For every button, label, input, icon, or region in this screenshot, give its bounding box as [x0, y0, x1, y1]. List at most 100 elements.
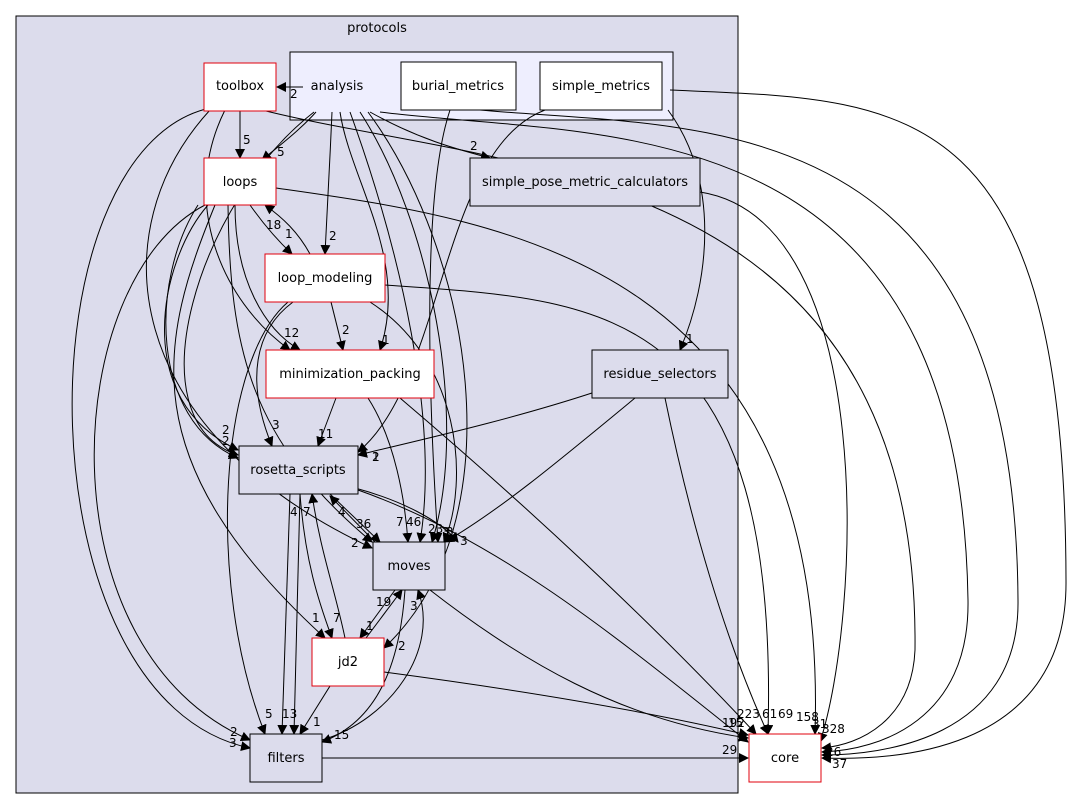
edge-label: 1: [313, 715, 321, 729]
edge-loops-moves: [227, 204, 373, 543]
edge-label: 192: [722, 716, 745, 730]
edge-label: 69: [778, 707, 793, 721]
node-simple-metrics[interactable]: simple_metrics: [539, 61, 663, 111]
node-core[interactable]: core: [748, 733, 822, 783]
edge-label: 2: [222, 423, 230, 437]
edge-toolbox-core: [261, 109, 916, 753]
edge-rosetta-filters-a: [277, 493, 291, 735]
edge-label: 3: [410, 599, 418, 613]
edge-label: 11: [318, 427, 333, 441]
edge-label: 37: [832, 757, 847, 771]
edge-label: 3: [229, 736, 237, 750]
edge-label: 5: [265, 707, 273, 721]
node-label: residue_selectors: [603, 367, 716, 382]
edge-label: 13: [282, 707, 297, 721]
node-burial-metrics[interactable]: burial_metrics: [400, 61, 517, 111]
edge-label: 2: [342, 323, 350, 337]
edge-label: 2: [470, 139, 478, 153]
node-filters[interactable]: filters: [249, 733, 323, 783]
node-label: loops: [223, 175, 258, 190]
edge-label: 2: [290, 87, 298, 101]
edge-loops-rosetta-a: [164, 204, 239, 451]
node-label: moves: [387, 559, 430, 574]
edge-loops-loop-modeling: [249, 204, 293, 255]
node-loop-modeling[interactable]: loop_modeling: [264, 253, 386, 303]
node-jd2[interactable]: jd2: [311, 637, 385, 687]
edge-label: 1: [372, 450, 380, 464]
edge-label: 3: [272, 418, 280, 432]
edge-loop-modeling-rosetta: [256, 301, 294, 447]
node-label: analysis: [311, 79, 364, 94]
edge-jd2-rosetta: [308, 493, 346, 639]
edge-analysis-simple-pose: [369, 111, 491, 161]
node-analysis[interactable]: analysis: [311, 79, 364, 94]
node-label: toolbox: [216, 79, 264, 94]
edge-label: 61: [762, 707, 777, 721]
node-label: core: [771, 751, 799, 766]
edge-label: 1: [285, 227, 293, 241]
edge-analysis-rosetta: [183, 111, 315, 457]
edge-jd2-core: [383, 671, 749, 738]
edge-toolbox-minimization: [205, 109, 291, 351]
edge-loop-modeling-moves: [369, 301, 457, 543]
node-label: simple_metrics: [552, 79, 650, 94]
edge-label: 1: [312, 611, 320, 625]
edge-burial-core: [479, 109, 1019, 760]
edge-label: 31: [812, 717, 827, 731]
node-label: filters: [267, 751, 304, 766]
edge-label: 1: [382, 333, 390, 347]
edge-label: 328: [822, 722, 845, 736]
edge-label: 1: [366, 619, 374, 633]
edge-label: 2: [230, 725, 238, 739]
edge-analysis-loops: [261, 111, 317, 161]
node-label: burial_metrics: [412, 79, 504, 94]
node-moves[interactable]: moves: [372, 541, 446, 591]
edge-analysis-minimization: [339, 111, 389, 351]
edge-rosetta-filters-b: [289, 493, 301, 735]
edge-toolbox-filters: [71, 107, 251, 752]
edge-rosetta-jd2: [299, 493, 334, 639]
node-minimization-packing[interactable]: minimization_packing: [265, 349, 435, 399]
edge-analysis-loop-modeling: [320, 111, 333, 255]
edge-label: 46: [406, 515, 421, 529]
edge-filters-moves: [321, 589, 426, 741]
edge-labels: 2 5 5 2 18 1 2 2 1 12 1 11 3 2 2 1 2 36 …: [222, 87, 847, 771]
edge-label: 2: [372, 450, 380, 464]
edge-label: 2: [398, 639, 406, 653]
edge-label: 158: [796, 710, 819, 724]
node-label: simple_pose_metric_calculators: [482, 175, 688, 190]
edge-loops-filters: [93, 204, 251, 742]
edge-label: 5: [243, 133, 251, 147]
edge-label: 36: [356, 517, 371, 531]
edges: [71, 82, 1067, 764]
edge-label: 7: [303, 505, 311, 519]
edge-analysis-core: [379, 111, 969, 757]
edge-loop-modeling-loops: [264, 204, 311, 255]
edge-label: 4: [290, 505, 298, 519]
edge-label: 15: [728, 716, 743, 730]
nodes: analysis burial_metrics simple_metrics t…: [203, 61, 822, 783]
edge-loops-rosetta-b: [165, 204, 239, 460]
node-simple-pose-metric-calculators[interactable]: simple_pose_metric_calculators: [469, 157, 701, 207]
edge-loops-jd2: [173, 204, 326, 639]
edge-loop-modeling-filters: [227, 301, 289, 735]
node-residue-selectors[interactable]: residue_selectors: [591, 349, 729, 399]
edge-label: 2: [222, 434, 230, 448]
node-toolbox[interactable]: toolbox: [203, 62, 277, 112]
edge-loop-modeling-minimization: [330, 301, 346, 351]
edge-label: 3: [460, 534, 468, 548]
node-loops[interactable]: loops: [203, 157, 277, 206]
edge-residue-core: [664, 397, 769, 735]
edge-label: 3: [442, 525, 450, 539]
edge-simple-pose-core: [699, 191, 848, 743]
edge-simple-metrics-core: [669, 89, 1067, 764]
edge-analysis-moves-b: [359, 111, 448, 543]
edge-label: 2: [351, 536, 359, 550]
node-label: jd2: [337, 655, 358, 670]
protocols-cluster-title: protocols: [347, 21, 407, 36]
edge-burial-moves: [429, 109, 451, 543]
edge-label: 4: [338, 505, 346, 519]
edge-label: 1: [686, 332, 694, 346]
node-rosetta-scripts[interactable]: rosetta_scripts: [238, 445, 359, 495]
